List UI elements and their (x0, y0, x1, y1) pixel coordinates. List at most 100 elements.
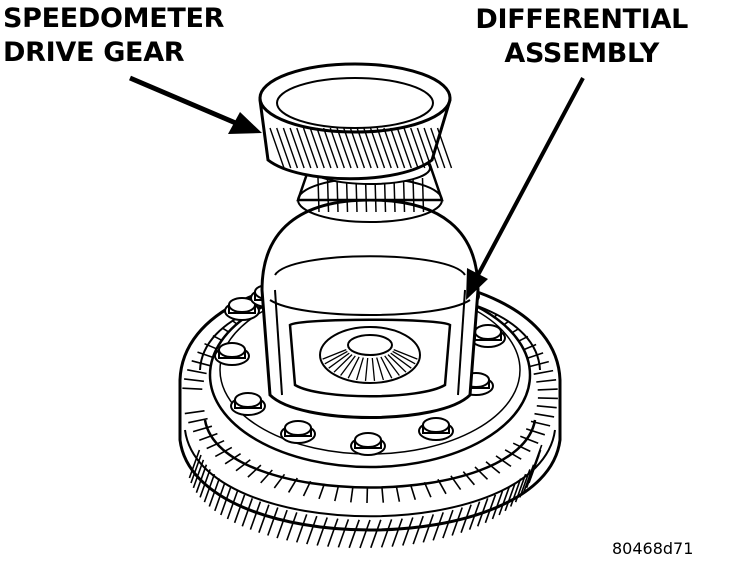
gear-tooth (537, 388, 558, 391)
helical-tooth (322, 127, 339, 169)
gear-tooth (190, 454, 202, 484)
label-line: DIFFERENTIAL (475, 4, 688, 35)
gear-tooth (208, 478, 221, 507)
side-gear-tooth (393, 348, 418, 360)
gear-tooth (495, 455, 512, 468)
gear-tooth (536, 405, 557, 409)
gear-tooth (522, 464, 535, 493)
gear-tooth (536, 379, 557, 383)
gear-tooth (460, 504, 472, 533)
gear-tooth (306, 515, 318, 545)
gear-tooth (484, 494, 497, 524)
gear-tooth (295, 514, 308, 543)
gear-tooth (509, 478, 522, 507)
label-differential-assembly: DIFFERENTIAL ASSEMBLY (475, 3, 688, 71)
side-gear-tooth (324, 350, 348, 365)
helical-tooth (423, 127, 439, 169)
gear-tooth (220, 486, 232, 516)
differential-case (260, 198, 480, 419)
helical-tooth (336, 127, 352, 169)
helical-tooth (376, 127, 392, 169)
gear-tooth (409, 484, 417, 501)
gear-tooth (249, 501, 262, 530)
side-gear-tooth (390, 352, 412, 369)
gear-tooth (287, 477, 298, 493)
helical-tooth (430, 127, 446, 169)
helical-tooth (416, 127, 433, 169)
gear-tooth (412, 515, 424, 545)
gear-tooth (525, 428, 546, 436)
bearing-roller (336, 177, 339, 213)
gear-tooth (235, 459, 251, 472)
gear-tooth (267, 507, 279, 536)
gear-tooth (187, 369, 207, 375)
gear-tooth (199, 469, 211, 498)
gear-tooth (537, 397, 558, 400)
side-gear-tooth (340, 355, 356, 376)
gear-tooth (188, 449, 201, 479)
gear-tooth (182, 387, 203, 390)
gear-tooth (192, 459, 205, 489)
helical-tooth (396, 127, 412, 169)
gear-tooth (192, 425, 213, 433)
side-gear-tooth (355, 357, 364, 381)
gear-tooth (391, 518, 403, 547)
gear-tooth (199, 432, 218, 441)
helical-tooth (389, 127, 406, 169)
bolt-head (230, 392, 266, 416)
bearing-roller (412, 177, 415, 213)
bearing-roller (326, 177, 330, 213)
gear-tooth (214, 482, 226, 512)
gear-tooth (350, 486, 354, 503)
helical-tooth (282, 127, 299, 169)
gear-tooth (348, 519, 360, 549)
helical-tooth (316, 127, 332, 169)
gear-tooth (233, 494, 246, 524)
gear-tooth (286, 512, 298, 541)
gear-tooth (491, 490, 504, 520)
gear-tooth (318, 483, 326, 500)
gear-tooth (437, 478, 447, 495)
helical-tooth (329, 127, 345, 169)
helical-tooth (343, 127, 359, 169)
gear-tooth (498, 486, 510, 516)
gear-tooth (525, 459, 538, 489)
gear-tooth (327, 518, 339, 547)
label-speedometer-drive-gear: SPEEDOMETER DRIVE GEAR (3, 2, 224, 70)
gear-tooth (462, 471, 476, 486)
gear-tooth (476, 498, 489, 527)
helical-tooth (296, 127, 312, 169)
gear-tooth (214, 446, 233, 458)
helical-tooth (309, 127, 325, 169)
bolt-head (224, 297, 260, 321)
gear-tooth (276, 509, 288, 539)
bolt-head (280, 420, 316, 444)
bearing-roller (317, 177, 320, 213)
helical-tooth (363, 127, 379, 169)
bolt-head (470, 324, 506, 348)
gear-tooth (530, 420, 551, 427)
gear-tooth (450, 475, 462, 491)
gear-tooth (520, 435, 539, 445)
gear-tooth (206, 439, 225, 450)
gear-tooth (195, 464, 208, 493)
side-gear-tooth (333, 354, 353, 373)
side-gear-tooth (347, 356, 360, 379)
callout-arrow-speedometer (129, 75, 262, 134)
gear-tooth (334, 485, 340, 502)
gear-tooth (474, 466, 489, 480)
gear-tooth (514, 473, 527, 503)
gear-tooth (302, 480, 312, 497)
gear-tooth (519, 469, 531, 498)
bolt-head (350, 432, 386, 456)
bearing-roller (421, 177, 425, 213)
helical-tooth (269, 127, 285, 169)
callout-arrow-differential (466, 77, 585, 300)
helical-tooth (349, 127, 366, 169)
gear-tooth (316, 517, 328, 546)
gear-tooth (381, 486, 385, 503)
gear-tooth (273, 473, 286, 489)
gear-tooth (260, 469, 273, 484)
gear-tooth (184, 410, 205, 415)
